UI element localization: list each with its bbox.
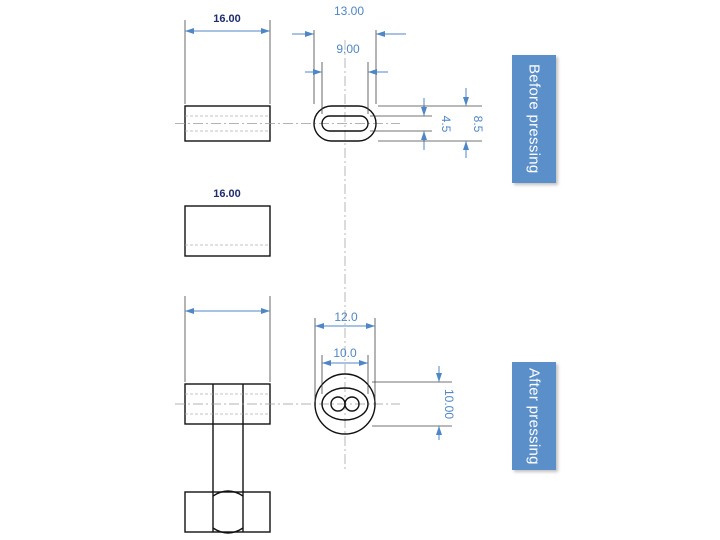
after-wire-right xyxy=(344,396,360,412)
before-pressing-banner: Before pressing xyxy=(512,55,556,183)
after-inner-ring xyxy=(321,387,369,421)
before-front-view: 16.00 xyxy=(184,188,271,257)
before-pressing-label: Before pressing xyxy=(525,64,543,174)
before-inner-width-label: 9.00 xyxy=(336,42,360,56)
after-inner-width-dimension: 10.0 xyxy=(321,346,369,394)
before-outer-height-label: 8.5 xyxy=(471,116,485,133)
after-pressing-label: After pressing xyxy=(525,367,543,465)
before-side-view xyxy=(175,20,400,142)
after-height-dimension: 10.00 xyxy=(372,366,456,440)
after-front-view xyxy=(184,424,271,534)
after-front-body xyxy=(184,491,271,533)
after-side-view xyxy=(175,296,400,425)
before-end-view xyxy=(313,105,377,142)
before-outer-height-dimension: 8.5 xyxy=(378,88,485,158)
before-length-label: 16.00 xyxy=(213,13,241,25)
after-outer-width-dimension: 12.0 xyxy=(314,310,376,402)
after-length-dimension xyxy=(185,308,270,314)
after-end-view xyxy=(314,373,376,435)
before-outer-width-dimension: 13.00 xyxy=(292,4,406,104)
before-length-dimension: 16.00 xyxy=(185,13,270,34)
after-outer-width-label: 12.0 xyxy=(334,310,358,324)
before-inner-width-dimension: 9.00 xyxy=(305,42,388,114)
after-pressing-banner: After pressing xyxy=(512,362,556,470)
before-front-body xyxy=(184,205,271,257)
before-oval-outer xyxy=(313,105,377,142)
before-front-length-label: 16.00 xyxy=(213,188,241,200)
before-inner-height-label: 4.5 xyxy=(439,116,453,133)
after-outer-circle xyxy=(314,373,376,435)
before-outer-width-label: 13.00 xyxy=(334,4,364,18)
before-oval-inner xyxy=(321,115,369,132)
after-inner-width-label: 10.0 xyxy=(333,346,357,360)
before-inner-height-dimension: 4.5 xyxy=(370,98,453,150)
after-height-label: 10.00 xyxy=(442,389,456,419)
